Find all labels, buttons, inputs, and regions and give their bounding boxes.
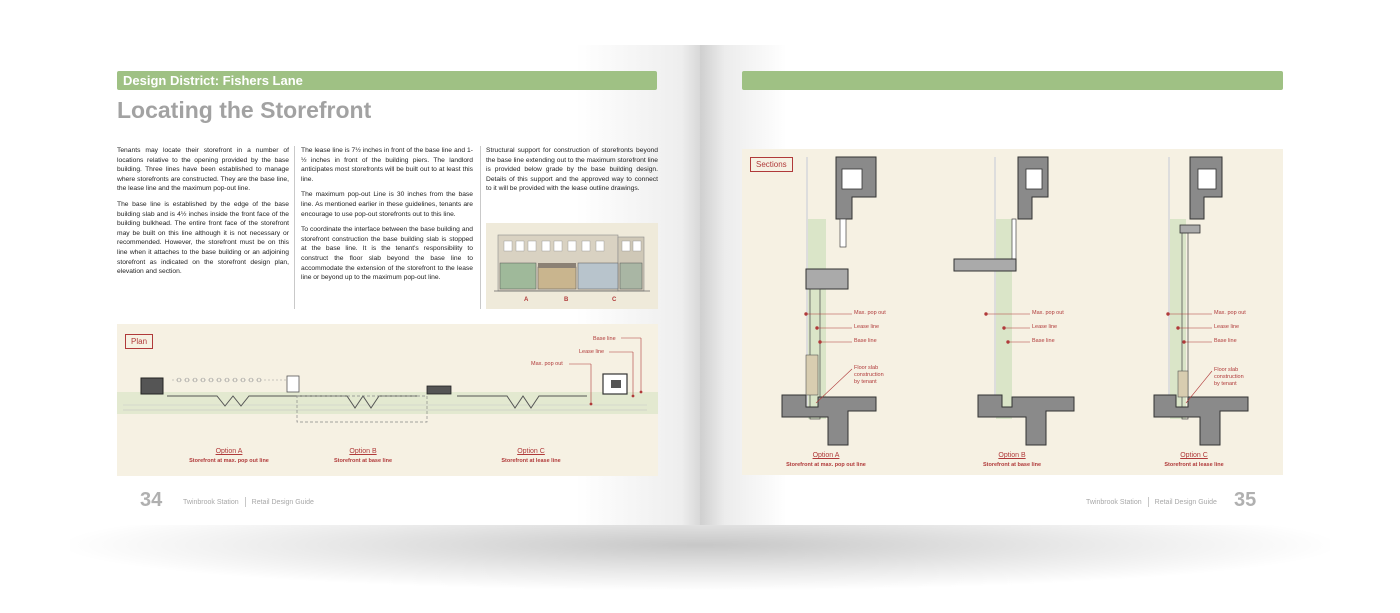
footer-guide: Retail Design Guide (251, 498, 314, 506)
footer-separator (1147, 497, 1149, 507)
page-title: Locating the Storefront (117, 97, 372, 123)
paragraph: The maximum pop-out Line is 30 inches fr… (301, 191, 473, 218)
text-column-1: Tenants may locate their storefront in a… (117, 146, 289, 283)
section-option-c: Option C Storefront at lease line (1134, 452, 1254, 468)
section-a (781, 156, 877, 446)
floor-slab-note-a: Floor slab construction by tenant (854, 365, 884, 386)
page-footer: Twinbrook Station Retail Design Guide (1086, 497, 1217, 507)
sections-drawing (781, 156, 1249, 446)
option-desc: Storefront at base line (982, 462, 1042, 468)
option-desc: Storefront at lease line (1164, 462, 1224, 468)
plan-label: Plan (125, 334, 154, 349)
section-b (953, 156, 1075, 446)
option-desc: Storefront at base line (333, 458, 393, 464)
callout-base-line-b: Base line (1032, 338, 1055, 344)
callout-max-pop-out-c: Max. pop out (1214, 310, 1246, 316)
option-name: Option C (1180, 452, 1208, 459)
paragraph: Structural support for construction of s… (486, 147, 658, 193)
callout-max-pop-out-a: Max. pop out (854, 310, 886, 316)
header-bar (742, 71, 1283, 90)
page-footer: Twinbrook Station Retail Design Guide (183, 497, 314, 507)
option-name: Option B (998, 452, 1026, 459)
column-divider (480, 146, 481, 309)
floor-slab-note-c: Floor slab construction by tenant (1214, 367, 1244, 388)
text-column-2: The lease line is 7½ inches in front of … (301, 146, 473, 289)
option-name: Option A (215, 448, 243, 455)
right-page: Sections Max. pop out Lease line Base li… (700, 45, 1320, 525)
footer-station: Twinbrook Station (183, 498, 239, 506)
section-option-b: Option B Storefront at base line (952, 452, 1072, 468)
plan-drawing (117, 337, 658, 423)
plan-option-b: Option B Storefront at base line (303, 448, 423, 464)
note-line: by tenant (1214, 381, 1237, 387)
book-spread: Design District: Fishers Lane Locating t… (80, 45, 1320, 525)
section-c (1153, 156, 1249, 446)
left-page: Design District: Fishers Lane Locating t… (80, 45, 700, 525)
note-line: construction (854, 372, 884, 378)
callout-max-pop-out: Max. pop out (531, 361, 563, 367)
paragraph: Tenants may locate their storefront in a… (117, 147, 289, 193)
section-option-a: Option A Storefront at max. pop out line (766, 452, 886, 468)
paragraph: The base line is established by the edge… (117, 200, 289, 276)
district-header-bar: Design District: Fishers Lane (117, 71, 657, 90)
note-line: construction (1214, 374, 1244, 380)
note-line: by tenant (854, 379, 877, 385)
footer-separator (244, 497, 246, 507)
plan-option-c: Option C Storefront at lease line (471, 448, 591, 464)
sections-label: Sections (750, 157, 793, 172)
callout-lease-line-b: Lease line (1032, 324, 1058, 330)
photo-label-a: A (524, 297, 529, 303)
paragraph: To coordinate the interface between the … (301, 226, 473, 282)
footer-guide: Retail Design Guide (1154, 498, 1217, 506)
note-line: Floor slab (1214, 367, 1239, 373)
plan-option-a: Option A Storefront at max. pop out line (169, 448, 289, 464)
callout-base-line: Base line (593, 336, 616, 342)
photo-label-b: B (564, 297, 569, 303)
option-name: Option C (517, 448, 545, 455)
callout-lease-line-c: Lease line (1214, 324, 1240, 330)
option-name: Option A (812, 452, 840, 459)
callout-base-line-a: Base line (854, 338, 877, 344)
note-line: Floor slab (854, 365, 879, 371)
option-desc: Storefront at max. pop out line (786, 462, 866, 468)
district-header-text: Design District: Fishers Lane (123, 73, 303, 88)
paragraph: The lease line is 7½ inches in front of … (301, 147, 473, 183)
footer-station: Twinbrook Station (1086, 498, 1142, 506)
callout-lease-line: Lease line (579, 349, 605, 355)
sections-diagram-panel: Sections Max. pop out Lease line Base li… (742, 149, 1283, 475)
elevation-drawing (494, 234, 650, 292)
plan-diagram-panel: Plan Base line Lease line Max. pop out O… (117, 324, 658, 476)
page-number: 34 (140, 489, 163, 511)
text-column-3: Structural support for construction of s… (486, 146, 658, 200)
option-desc: Storefront at lease line (501, 458, 561, 464)
callout-max-pop-out-b: Max. pop out (1032, 310, 1064, 316)
callout-lease-line-a: Lease line (854, 324, 880, 330)
option-desc: Storefront at max. pop out line (189, 458, 269, 464)
column-divider (294, 146, 295, 309)
storefront-elevation-image: A B C (486, 223, 658, 309)
page-number: 35 (1234, 489, 1257, 511)
option-name: Option B (349, 448, 377, 455)
callout-base-line-c: Base line (1214, 338, 1237, 344)
photo-label-c: C (612, 297, 617, 303)
